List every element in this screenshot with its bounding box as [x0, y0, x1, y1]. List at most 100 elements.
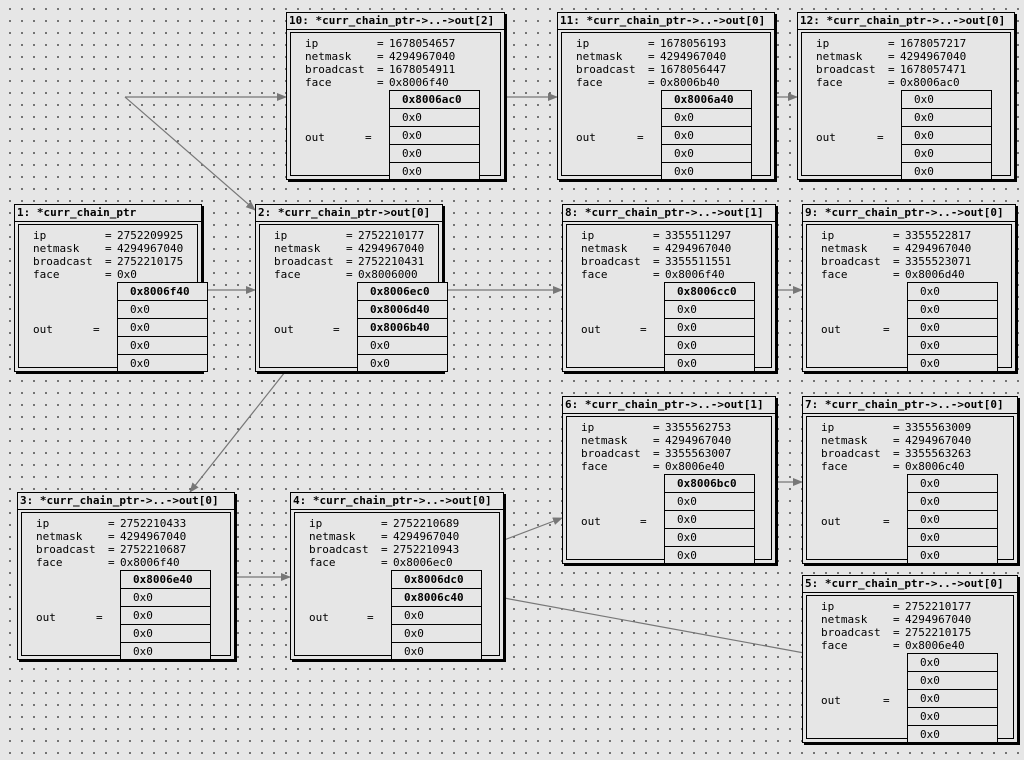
field-label-broadcast: broadcast	[816, 63, 876, 76]
out-slot[interactable]: 0x8006ec0	[358, 283, 447, 301]
field-label-netmask: netmask	[581, 434, 628, 447]
out-slot: 0x0	[118, 301, 207, 319]
field-value-ip: 3355522817	[905, 229, 972, 242]
struct-node-6[interactable]: 6: *curr_chain_ptr->..->out[1]ip=3355562…	[562, 396, 776, 564]
out-slot: 0x0	[121, 589, 210, 607]
out-slot: 0x0	[920, 728, 940, 741]
out-slot: 0x0	[908, 319, 997, 337]
out-slot: 0x0	[908, 283, 997, 301]
field-label-broadcast: broadcast	[821, 626, 881, 639]
field-label-broadcast: broadcast	[821, 447, 881, 460]
equals-sign: =	[888, 37, 895, 50]
out-slot[interactable]: 0x8006a40	[662, 91, 751, 109]
field-value-ip: 1678056193	[660, 37, 727, 50]
out-array-label: out	[821, 694, 841, 707]
equals-sign: =	[640, 323, 647, 336]
out-slot: 0x0	[677, 549, 697, 562]
field-value-ip: 2752210689	[393, 517, 460, 530]
field-label-ip: ip	[581, 229, 595, 242]
field-label-ip: ip	[816, 37, 830, 50]
equals-sign: =	[377, 50, 384, 63]
field-value-broadcast: 1678057471	[900, 63, 967, 76]
equals-sign: =	[93, 323, 100, 336]
field-value-broadcast: 2752210431	[358, 255, 425, 268]
out-slot: 0x0	[902, 109, 991, 127]
struct-node-11[interactable]: 11: *curr_chain_ptr->..->out[0]ip=167805…	[557, 12, 775, 180]
out-slot[interactable]: 0x8006c40	[392, 589, 481, 607]
pointer-edge-arrow	[124, 96, 256, 211]
field-value-face: 0x8006d40	[905, 268, 965, 281]
out-slot: 0x0	[920, 357, 940, 370]
out-slot[interactable]: 0x8006d40	[358, 301, 447, 319]
field-value-netmask: 4294967040	[117, 242, 184, 255]
field-label-netmask: netmask	[816, 50, 863, 63]
field-label-face: face	[576, 76, 603, 89]
field-label-netmask: netmask	[36, 530, 83, 543]
out-slot: 0x0	[665, 529, 754, 547]
equals-sign: =	[883, 694, 890, 707]
field-label-face: face	[305, 76, 332, 89]
equals-sign: =	[893, 268, 900, 281]
struct-node-4[interactable]: 4: *curr_chain_ptr->..->out[0]ip=2752210…	[290, 492, 504, 660]
out-slot[interactable]: 0x8006bc0	[665, 475, 754, 493]
field-value-ip: 3355563009	[905, 421, 972, 434]
out-slot[interactable]: 0x8006f40	[118, 283, 207, 301]
equals-sign: =	[653, 242, 660, 255]
out-slot[interactable]: 0x8006b40	[358, 319, 447, 337]
out-array-label: out	[305, 131, 325, 144]
out-slot: 0x0	[118, 337, 207, 355]
struct-node-9[interactable]: 9: *curr_chain_ptr->..->out[0]ip=3355522…	[802, 204, 1016, 372]
out-slot: 0x0	[390, 127, 479, 145]
struct-node-5[interactable]: 5: *curr_chain_ptr->..->out[0]ip = 2752210…	[802, 575, 1018, 743]
out-slot[interactable]: 0x8006cc0	[665, 283, 754, 301]
equals-sign: =	[888, 76, 895, 89]
out-slot: 0x0	[662, 109, 751, 127]
struct-node-12[interactable]: 12: *curr_chain_ptr->..->out[0]ip=167805…	[797, 12, 1015, 180]
node-title: 7: *curr_chain_ptr->..->out[0]	[803, 397, 1017, 414]
struct-node-7[interactable]: 7: *curr_chain_ptr->..->out[0] ip=3355563…	[802, 396, 1018, 564]
out-slot[interactable]: 0x8006dc0	[392, 571, 481, 589]
field-label-ip: ip	[309, 517, 323, 530]
struct-node-8[interactable]: 8: *curr_chain_ptr->..->out[1]ip=3355511…	[562, 204, 776, 372]
node-title: 8: *curr_chain_ptr->..->out[1]	[563, 205, 775, 222]
out-slot[interactable]: 0x8006ac0	[390, 91, 479, 109]
equals-sign: =	[888, 63, 895, 76]
struct-node-10[interactable]: 10: *curr_chain_ptr->..->out[2]ip=167805…	[286, 12, 505, 180]
out-slot: 0x0	[908, 301, 997, 319]
field-label-ip: ip	[581, 421, 595, 434]
equals-sign: =	[877, 131, 884, 144]
out-slot: 0x0	[902, 145, 991, 163]
struct-node-3[interactable]: 3: *curr_chain_ptr->..->out[0]ip=2752210…	[17, 492, 235, 660]
equals-sign: =	[653, 255, 660, 268]
field-label-ip: ip	[36, 517, 50, 530]
equals-sign: =	[653, 421, 660, 434]
equals-sign: =	[377, 37, 384, 50]
field-label-ip: ip	[305, 37, 319, 50]
equals-sign: =	[105, 242, 112, 255]
field-label-ip: ip	[821, 600, 835, 613]
equals-sign: =	[377, 76, 384, 89]
out-slot[interactable]: 0x8006e40	[121, 571, 210, 589]
field-label-face: face	[274, 268, 301, 281]
field-label-face: face	[309, 556, 336, 569]
equals-sign: =	[648, 76, 655, 89]
equals-sign: =	[105, 268, 112, 281]
field-label-broadcast: broadcast	[305, 63, 365, 76]
field-value-netmask: 4294967040	[358, 242, 425, 255]
node-title: 11: *curr_chain_ptr->..->out[0]	[558, 13, 774, 30]
field-label-face: face	[581, 460, 608, 473]
equals-sign: =	[893, 229, 900, 242]
field-value-broadcast: 2752210175	[905, 626, 972, 639]
field-label-broadcast: broadcast	[36, 543, 96, 556]
field-value-face: 0x8006c40	[905, 460, 965, 473]
field-label-face: face	[581, 268, 608, 281]
node-title: 5: *curr_chain_ptr->..->out[0]	[803, 576, 1017, 593]
